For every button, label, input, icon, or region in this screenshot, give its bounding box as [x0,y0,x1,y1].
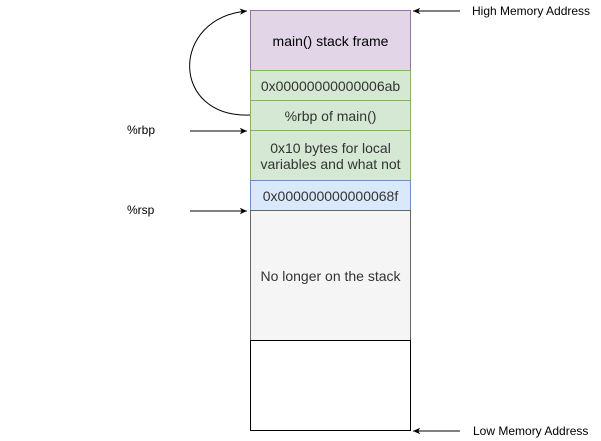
freed-stack-region: No longer on the stack [250,210,411,341]
return-address-cell: 0x00000000000006ab [250,70,411,101]
pushed-value-cell: 0x000000000000068f [250,180,411,211]
freed-stack-label: No longer on the stack [260,267,401,284]
local-variables-label: 0x10 bytes for local variables and what … [260,139,401,172]
rsp-register-label: %rsp [127,203,155,217]
saved-rbp-cell: %rbp of main() [250,100,411,131]
local-variables-cell: 0x10 bytes for local variables and what … [250,130,411,181]
empty-memory-region [250,340,411,431]
return-address-value: 0x00000000000006ab [260,77,401,94]
saved-rbp-link-arrow [189,8,251,116]
rbp-register-label: %rbp [127,123,156,137]
pushed-value: 0x000000000000068f [262,187,399,204]
main-stack-frame-cell: main() stack frame [250,10,411,71]
saved-rbp-label: %rbp of main() [284,107,377,124]
main-stack-frame-label: main() stack frame [272,32,389,49]
high-memory-label: High Memory Address [472,4,591,18]
low-memory-label: Low Memory Address [473,424,589,438]
